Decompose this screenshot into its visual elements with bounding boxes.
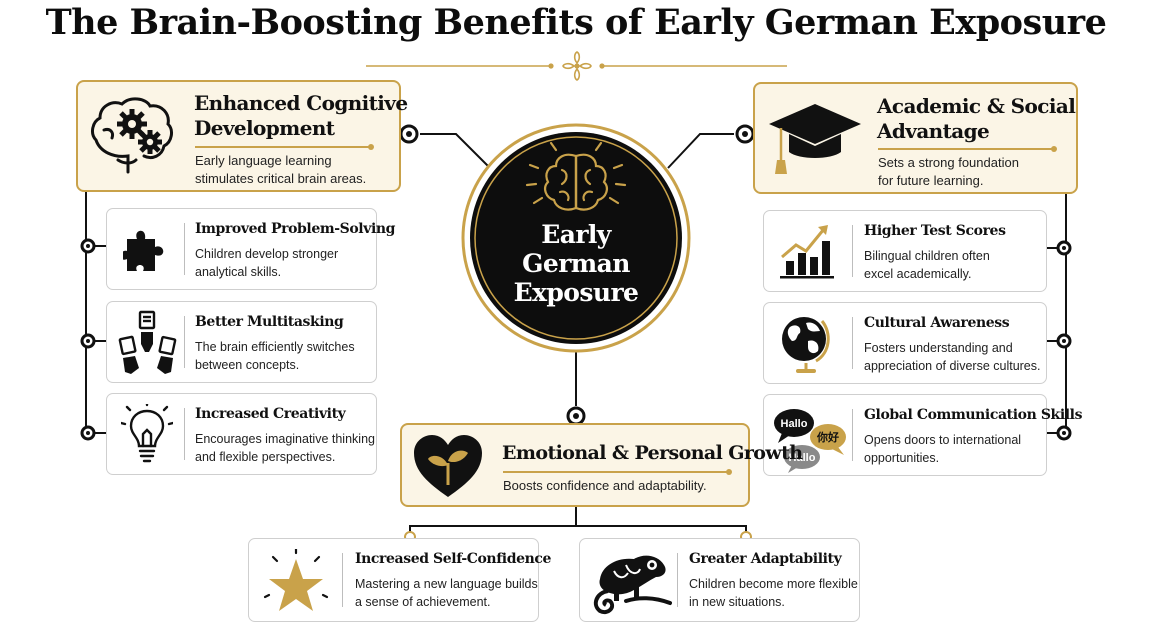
cultural-card: Cultural Awareness Fosters understanding… [763,302,1047,384]
star-icon [263,549,329,611]
multitasking-card: Better Multitasking The brain efficientl… [106,301,377,383]
creativity-title: Increased Creativity [195,406,346,422]
cultural-title: Cultural Awareness [864,315,1010,331]
center-label-line1: Early [541,220,611,249]
creativity-description-line2: and flexible perspectives. [195,450,336,464]
communication-title: Global Communication Skills [864,407,1083,423]
creativity-description: Encourages imaginative thinking and flex… [195,430,375,466]
problem-solving-card: Improved Problem-Solving Children develo… [106,208,395,290]
speech-hallo-top: Hallo [781,418,808,430]
problem-solving-title: Improved Problem-Solving [195,221,396,237]
card-divider [852,317,853,369]
globe-icon [782,317,830,373]
adaptability-title: Greater Adaptability [689,551,842,567]
academic-description-line2: for future learning. [878,173,984,188]
cultural-description-line2: appreciation of diverse cultures. [864,359,1041,373]
cognitive-description: Early language learning stimulates criti… [195,152,366,188]
problem-solving-description: Children develop stronger analytical ski… [195,245,338,281]
emotional-title: Emotional & Personal Growth [502,442,803,464]
speech-hallo-bottom: Hallo [789,452,816,464]
adaptability-description-line1: Children become more flexible [689,577,858,591]
self-confidence-description-line2: a sense of achievement. [355,595,491,609]
speech-bubbles-icon: Hallo 你好 Hallo [774,409,846,473]
center-label-line2: German [522,249,630,278]
test-scores-card: Higher Test Scores Bilingual children of… [763,210,1047,292]
test-scores-description-line2: excel academically. [864,267,972,281]
adaptability-description: Children become more flexible in new sit… [689,575,858,611]
self-confidence-description: Mastering a new language builds a sense … [355,575,538,611]
heart-sprout-icon [414,435,482,497]
adaptability-description-line2: in new situations. [689,595,785,609]
graduation-cap-icon [769,104,861,174]
academic-title-line1: Academic & Social [877,94,1076,118]
light-bulb-icon [121,404,173,463]
academic-main-card: Academic & Social Advantage Sets a stron… [753,82,1078,194]
creativity-card: Increased Creativity Encourages imaginat… [106,393,377,475]
communication-description-line1: Opens doors to international [864,433,1022,447]
emotional-underline [503,469,732,474]
card-divider [852,225,853,277]
communication-card: Hallo 你好 Hallo Global Communication Skil… [763,394,1082,476]
creativity-description-line1: Encourages imaginative thinking [195,432,375,446]
self-confidence-description-line1: Mastering a new language builds [355,577,538,591]
cultural-description: Fosters understanding and appreciation o… [864,339,1040,375]
speech-nihao: 你好 [816,430,839,444]
multitasking-description-line2: between concepts. [195,358,300,372]
brain-outline-icon [525,141,627,211]
multitasking-title: Better Multitasking [195,314,344,330]
title-ornament [366,51,787,81]
card-divider [852,409,853,461]
cultural-description-line1: Fosters understanding and [864,341,1013,355]
cognitive-title-line1: Enhanced Cognitive [194,91,408,115]
adaptability-card: Greater Adaptability Children become mor… [579,538,860,622]
bar-chart-icon [780,225,834,279]
puzzle-piece-icon [123,230,164,271]
chameleon-icon [593,555,672,614]
center-medallion [461,123,691,353]
test-scores-description: Bilingual children often excel academica… [864,247,990,283]
academic-description: Sets a strong foundation for future lear… [878,154,1019,190]
center-label: Early German Exposure [476,220,676,307]
cognitive-title: Enhanced Cognitive Development [194,91,408,141]
test-scores-description-line1: Bilingual children often [864,249,990,263]
communication-description-line2: opportunities. [864,451,940,465]
self-confidence-title: Increased Self-Confidence [355,551,552,567]
problem-solving-description-line2: analytical skills. [195,265,282,279]
page-title: The Brain-Boosting Benefits of Early Ger… [45,2,1107,43]
emotional-description: Boosts confidence and adaptability. [503,478,707,493]
center-label-line3: Exposure [513,278,639,307]
cognitive-main-card: Enhanced Cognitive Development Early lan… [76,80,408,192]
multitasking-description: The brain efficiently switches between c… [195,338,355,374]
multitasking-description-line1: The brain efficiently switches [195,340,355,354]
cognitive-description-line2: stimulates critical brain areas. [195,171,367,186]
academic-title-line2: Advantage [877,119,990,143]
problem-solving-description-line1: Children develop stronger [195,247,339,261]
hands-papers-icon [118,310,177,374]
academic-description-line1: Sets a strong foundation [878,155,1019,170]
cognitive-description-line1: Early language learning [195,153,332,168]
communication-description: Opens doors to international opportuniti… [864,431,1021,467]
card-divider [184,223,185,275]
academic-underline [878,146,1057,151]
card-divider [184,408,185,460]
card-divider [342,553,343,607]
cognitive-title-line2: Development [194,116,335,140]
card-divider [184,316,185,368]
self-confidence-card: Increased Self-Confidence Mastering a ne… [248,538,551,622]
academic-title: Academic & Social Advantage [877,94,1076,144]
cognitive-underline [195,144,374,149]
test-scores-title: Higher Test Scores [864,223,1006,239]
card-divider [677,553,678,607]
brain-gears-icon [91,97,173,174]
emotional-main-card: Emotional & Personal Growth Boosts confi… [400,423,803,507]
